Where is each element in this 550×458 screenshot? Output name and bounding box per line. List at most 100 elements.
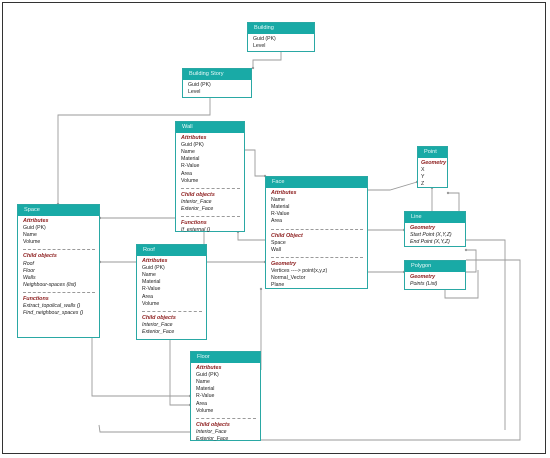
field: Material <box>181 156 200 163</box>
entity-space-title: Space <box>18 205 99 216</box>
section-child-objects: Child objects <box>196 421 230 428</box>
field: Area <box>196 400 207 407</box>
field: Volume <box>181 177 199 184</box>
entity-building[interactable]: Building Guid (PK) Level <box>247 22 315 52</box>
entity-polygon[interactable]: Polygon Geometry Points (List) <box>404 260 466 290</box>
entity-floor[interactable]: Floor Attributes Guid (PK) Name Material… <box>190 351 261 442</box>
field: Name <box>142 272 156 279</box>
field: Guid (PK) <box>181 142 204 149</box>
field: Name <box>196 379 210 386</box>
entity-wall[interactable]: Wall Attributes Guid (PK) Name Material … <box>175 121 245 234</box>
entity-point[interactable]: Point Geometry X Y Z <box>417 146 448 188</box>
entity-roof[interactable]: Roof Attributes Guid (PK) Name Material … <box>136 244 207 340</box>
connector-polygon-down <box>444 270 479 299</box>
field: Level <box>188 89 201 96</box>
field: Walls <box>23 274 36 281</box>
section-child-objects: Child objects <box>142 314 176 321</box>
divider <box>23 249 95 251</box>
field: R-Value <box>196 393 215 400</box>
field: Volume <box>142 300 160 307</box>
entity-face[interactable]: Face Attributes Name Material R-Value Ar… <box>265 176 368 289</box>
entity-wall-title: Wall <box>176 122 244 133</box>
divider <box>181 216 240 218</box>
field: Material <box>142 279 161 286</box>
field: Name <box>23 232 37 239</box>
field: Wall <box>271 246 281 253</box>
field: X <box>421 167 425 174</box>
entity-building-story[interactable]: Building Story Guid (PK) Level <box>182 68 252 98</box>
field: End Point (X,Y,Z) <box>410 239 450 246</box>
entity-space[interactable]: Space Attributes Guid (PK) Name Volume C… <box>17 204 100 338</box>
field: Name <box>181 149 195 156</box>
entity-building-story-title: Building Story <box>183 69 251 80</box>
entity-floor-title: Floor <box>191 352 260 363</box>
connector-story-space <box>57 98 211 204</box>
field: Space <box>271 239 286 246</box>
field: Interior_Face <box>196 428 227 435</box>
connector-end-dot <box>251 66 255 70</box>
field: Floor <box>23 267 35 274</box>
divider <box>196 417 256 419</box>
section-functions: Functions <box>181 220 207 227</box>
field: Extract_topolical_walls () <box>23 303 81 310</box>
section-geometry: Geometry <box>421 160 447 166</box>
field: Area <box>271 218 282 225</box>
connector-roof-floor <box>169 340 190 406</box>
field: Area <box>181 170 192 177</box>
entity-line-title: Line <box>405 212 465 223</box>
field: Volume <box>196 407 214 414</box>
field: Start Point (X,Y,Z) <box>410 232 452 239</box>
field: Interior_Face <box>142 321 173 328</box>
section-child-objects: Child objects <box>23 253 57 260</box>
field: Volume <box>23 239 41 246</box>
field: Guid (PK) <box>196 372 219 379</box>
section-geometry: Geometry <box>410 274 436 280</box>
divider <box>23 292 95 294</box>
entity-building-title: Building <box>248 23 314 34</box>
connector-far-right <box>261 259 521 441</box>
field: Guid (PK) <box>142 265 165 272</box>
connector-end-dot <box>259 287 263 291</box>
field: Area <box>142 293 153 300</box>
field: Normal_Vector <box>271 275 306 282</box>
section-child-object: Child Object <box>271 232 303 239</box>
field: Plane <box>271 282 285 289</box>
entity-roof-title: Roof <box>137 245 206 256</box>
field: Guid (PK) <box>188 82 211 88</box>
section-attributes: Attributes <box>196 365 222 371</box>
connector-face-point <box>368 181 418 191</box>
connector-end-dot <box>446 191 450 195</box>
section-attributes: Attributes <box>142 258 168 264</box>
field: R-Value <box>142 286 161 293</box>
section-geometry: Geometry <box>271 260 297 267</box>
connector-line-point-right <box>448 192 460 211</box>
connector-line-right <box>466 239 506 430</box>
field: Material <box>271 204 290 211</box>
field: Roof <box>23 260 34 267</box>
section-attributes: Attributes <box>271 190 297 196</box>
entity-face-title: Face <box>266 177 367 188</box>
field: Material <box>196 386 215 393</box>
field: Level <box>253 43 266 50</box>
field: Guid (PK) <box>253 36 276 42</box>
section-geometry: Geometry <box>410 225 436 231</box>
field: Neighbour-spaces (list) <box>23 281 77 288</box>
entity-point-title: Point <box>418 147 447 158</box>
entity-line[interactable]: Line Geometry Start Point (X,Y,Z) End Po… <box>404 211 466 247</box>
field: If_external () <box>181 227 211 234</box>
connector-face-wall-child <box>237 232 265 241</box>
divider <box>142 310 202 312</box>
field: Exterior_Face <box>181 206 214 213</box>
connector-space-floor <box>91 338 190 397</box>
section-attributes: Attributes <box>23 218 49 224</box>
field: Points (List) <box>410 281 438 288</box>
connector-bottom-left <box>98 424 190 433</box>
divider <box>181 187 240 189</box>
field: Guid (PK) <box>23 225 46 232</box>
divider <box>271 256 363 258</box>
field: Exterior_Face <box>142 329 175 336</box>
field: Interior_Face <box>181 198 212 205</box>
divider <box>271 228 363 230</box>
section-child-objects: Child objects <box>181 191 215 198</box>
